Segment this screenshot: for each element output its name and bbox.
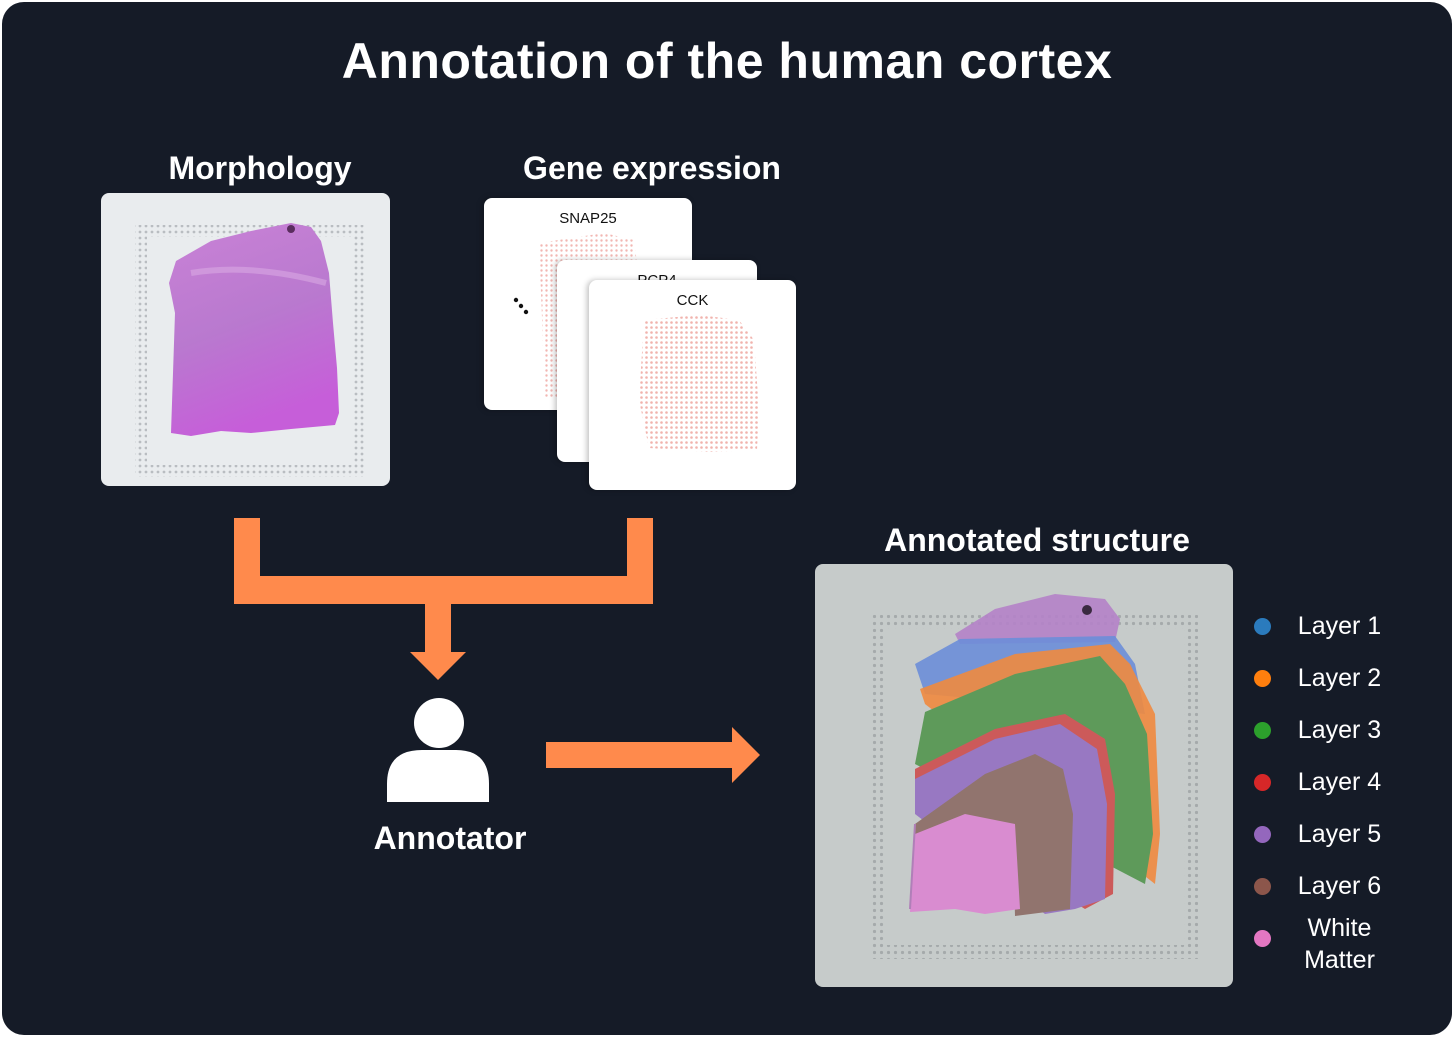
legend-item: Layer 4	[1254, 766, 1392, 798]
arrow-right-stem-main	[546, 742, 736, 768]
legend-item: Layer 5	[1254, 818, 1392, 850]
legend-label: Layer 6	[1297, 872, 1382, 900]
legend-swatch	[1254, 618, 1271, 635]
legend-swatch	[1254, 670, 1271, 687]
legend-label: White Matter	[1304, 914, 1375, 974]
page-title: Annotation of the human cortex	[341, 33, 1113, 89]
annotator-label: Annotator	[373, 820, 527, 856]
legend-label: Layer 5	[1297, 820, 1382, 848]
legend-item: White Matter	[1254, 912, 1392, 976]
legend-swatch	[1254, 722, 1271, 739]
legend-label: Layer 1	[1297, 612, 1382, 640]
legend-swatch	[1254, 930, 1271, 947]
legend-swatch	[1254, 826, 1271, 843]
legend-swatch	[1254, 774, 1271, 791]
legend-item: Layer 1	[1254, 610, 1392, 642]
arrow-down-icon	[410, 652, 466, 680]
arrow-right-icon	[732, 727, 760, 783]
legend-swatch	[1254, 878, 1271, 895]
legend-label: Layer 4	[1297, 768, 1382, 796]
legend-label: Layer 2	[1297, 664, 1382, 692]
legend-item: Layer 6	[1254, 870, 1392, 902]
morphology-heading: Morphology	[168, 150, 352, 186]
gene-name: SNAP25	[559, 210, 617, 227]
legend-item: Layer 3	[1254, 714, 1392, 746]
morphology-image	[101, 193, 390, 486]
gene-name: CCK	[676, 292, 709, 309]
gene-card-cck: CCK	[589, 280, 796, 490]
legend-label: Layer 3	[1297, 716, 1382, 744]
arrow-merge-bar	[234, 576, 653, 604]
legend-item: Layer 2	[1254, 662, 1392, 694]
arrow-down-stem	[425, 602, 451, 654]
annotated-structure-image	[815, 564, 1233, 987]
person-icon	[387, 698, 489, 802]
annotated-structure-heading: Annotated structure	[884, 522, 1190, 558]
gene-expression-heading: Gene expression	[523, 150, 781, 186]
